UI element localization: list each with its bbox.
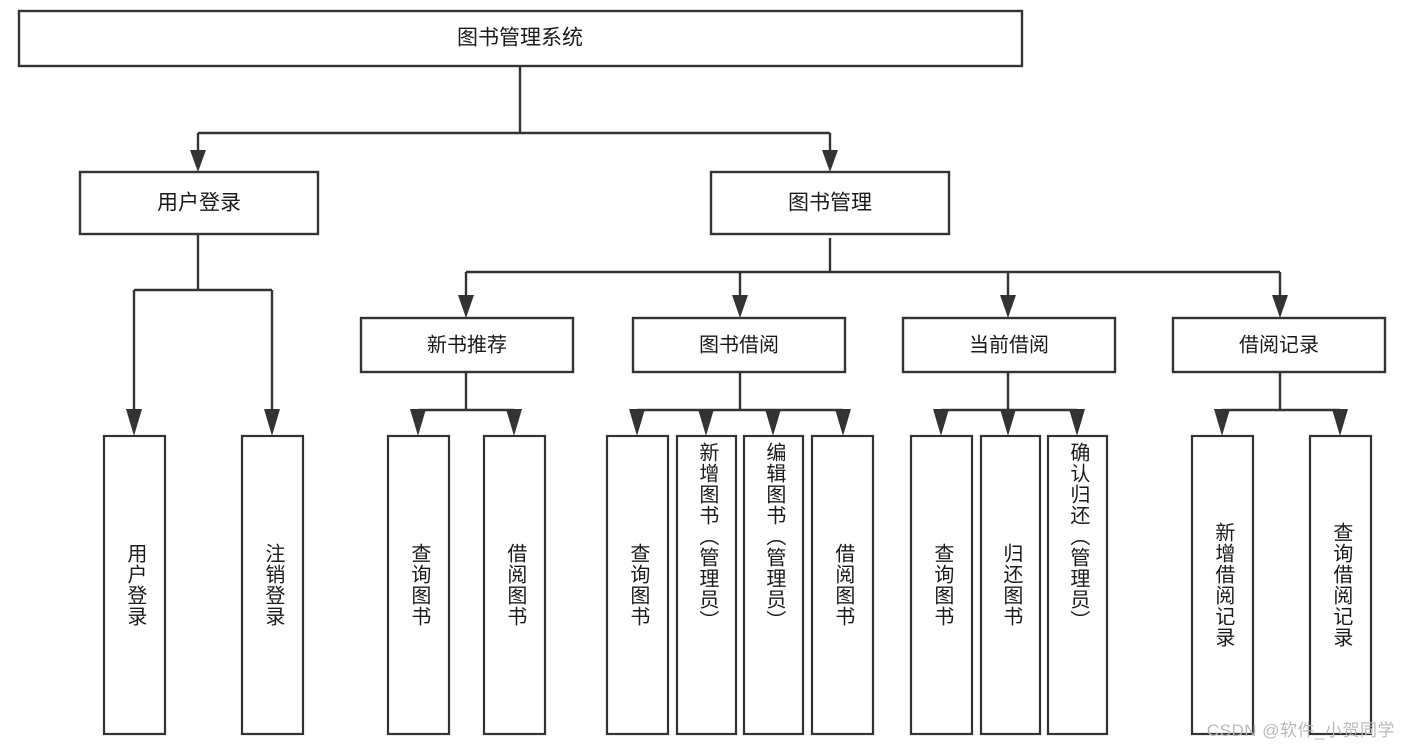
leaf-query-book-1-rect[interactable] (386, 434, 451, 736)
arrow-head-leaf-add-record (1214, 409, 1230, 436)
leaf-add-book-rect[interactable] (675, 434, 738, 736)
leaf-add-record-rect[interactable] (1190, 434, 1255, 736)
connectors (126, 66, 1348, 436)
arrow-head-current-borrow (1000, 295, 1016, 318)
node-book-borrow-rect[interactable] (631, 316, 847, 374)
leaf-edit-book-rect[interactable] (742, 434, 805, 736)
node-new-book-recommend[interactable]: 新书推荐 (359, 316, 575, 374)
arrow-head-leaf-confirm-return (1069, 409, 1085, 436)
node-user-login[interactable]: 用户登录 (78, 170, 320, 236)
leaf-borrow-book-2-rect[interactable] (810, 434, 875, 736)
node-book-manage[interactable]: 图书管理 (709, 170, 951, 236)
node-current-borrow[interactable]: 当前借阅 (901, 316, 1117, 374)
node-user-login-rect[interactable] (78, 170, 320, 236)
arrow-head-new-book-recommend (458, 295, 474, 318)
arrow-head-leaf-borrow-book-1 (506, 409, 522, 436)
arrow-head-leaf-return-book (1000, 409, 1016, 436)
leaf-return-book-rect[interactable] (979, 434, 1042, 736)
node-book-manage-label: 图书管理 (788, 192, 872, 215)
node-borrow-record-label: 借阅记录 (1239, 333, 1319, 356)
arrow-head-leaf-query-record (1332, 409, 1348, 436)
arrow-head-book-borrow (732, 295, 748, 318)
leaf-user-login-rect[interactable] (102, 434, 167, 736)
node-borrow-record-rect[interactable] (1171, 316, 1387, 374)
node-current-borrow-rect[interactable] (901, 316, 1117, 374)
leaf-borrow-book-1-rect[interactable] (482, 434, 547, 736)
node-root[interactable]: 图书管理系统 (17, 9, 1024, 68)
leaf-logout-rect[interactable] (240, 434, 305, 736)
node-new-book-recommend-rect[interactable] (359, 316, 575, 374)
arrow-head-leaf-query-book-3 (933, 409, 949, 436)
arrow-head-leaf-query-book-1 (410, 409, 426, 436)
node-current-borrow-label: 当前借阅 (969, 333, 1049, 356)
csdn-watermark: CSDN @软件_小贺同学 (1206, 721, 1395, 740)
arrow-head-user-login (190, 150, 206, 172)
leaf-query-record-rect[interactable] (1308, 434, 1373, 736)
arrow-head-borrow-record (1272, 295, 1288, 318)
arrow-head-book-manage (822, 150, 838, 172)
arrow-head-leaf-user-login (126, 409, 142, 436)
leaf-query-book-2-rect[interactable] (605, 434, 670, 736)
arrow-head-leaf-logout (264, 409, 280, 436)
arrow-head-leaf-edit-book (765, 409, 781, 436)
leaf-confirm-return-rect[interactable] (1046, 434, 1109, 736)
node-user-login-label: 用户登录 (157, 192, 241, 215)
node-new-book-recommend-label: 新书推荐 (427, 333, 507, 356)
node-borrow-record[interactable]: 借阅记录 (1171, 316, 1387, 374)
node-book-borrow[interactable]: 图书借阅 (631, 316, 847, 374)
arrow-head-leaf-borrow-book-2 (835, 409, 851, 436)
node-root-label: 图书管理系统 (457, 27, 583, 50)
arrow-head-leaf-add-book (698, 409, 714, 436)
arrow-head-leaf-query-book-2 (629, 409, 645, 436)
leaf-rects (102, 434, 1373, 736)
node-root-rect[interactable] (17, 9, 1024, 68)
node-book-manage-rect[interactable] (709, 170, 951, 236)
node-book-borrow-label: 图书借阅 (699, 333, 779, 356)
leaf-query-book-3-rect[interactable] (909, 434, 974, 736)
